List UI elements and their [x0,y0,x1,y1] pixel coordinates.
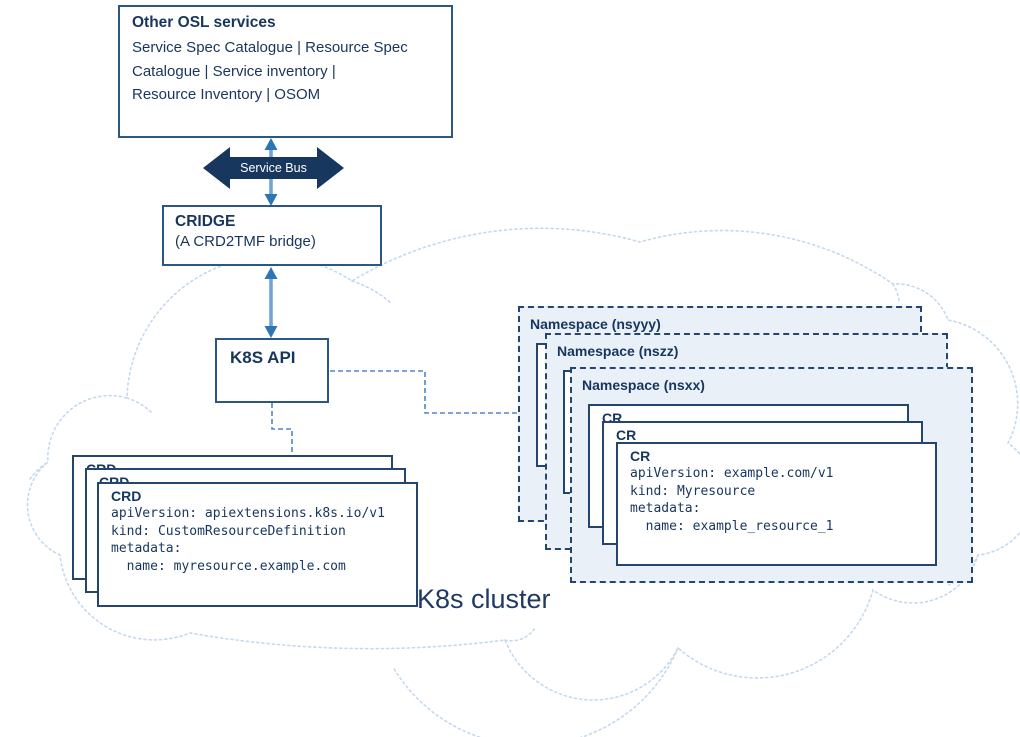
crd-card-code: apiVersion: apiextensions.k8s.io/v1 kind… [111,506,385,574]
service-bus-label: Service Bus [240,161,307,175]
arrow-up-head [264,138,278,150]
k8s-api-box: K8S API [215,338,329,403]
arrow-cridge-k8sapi [264,267,278,338]
cloud-curl [126,397,154,415]
namespace-box-nsxx: Namespace (nsxx) CR apiVersion: example.… [570,367,973,583]
osl-services-body-line: Service Spec Catalogue | Resource Spec [132,39,408,56]
crd-card: CRD apiVersion: apiextensions.k8s.io/v1 … [97,482,418,607]
k8s-api-title: K8S API [230,348,296,367]
cridge-subtitle: (A CRD2TMF bridge) [175,233,316,250]
cloud-curl [504,627,536,642]
cr-card: CR apiVersion: example.com/v1 kind: Myre… [616,442,937,566]
cloud-curl [351,280,392,304]
cluster-label: K8s cluster [417,584,551,614]
namespace-label: Namespace (nszz) [557,343,679,359]
osl-services-title: Other OSL services [132,14,276,31]
cloud-curl [892,283,900,302]
namespace-label: Namespace (nsyyy) [530,316,661,332]
arrow-up-head [264,267,278,279]
osl-services-box: Other OSL services Service Spec Catalogu… [118,5,453,138]
arrow-down-head [264,326,278,338]
cloud-curl [392,647,679,737]
osl-services-body-line: Resource Inventory | OSOM [132,86,321,103]
connector-k8sapi-to-namespaces [330,370,517,414]
cloud-curl [29,461,49,480]
osl-services-body-line: Catalogue | Service inventory | [132,62,336,80]
cr-card-title: CR [630,448,651,464]
cridge-box: CRIDGE (A CRD2TMF bridge) [162,205,382,266]
connector-k8sapi-to-crds [271,403,293,454]
cridge-title: CRIDGE [175,213,236,230]
namespace-label: Namespace (nsxx) [582,377,705,393]
cr-card-title: CR [616,427,637,443]
cr-card-code: apiVersion: example.com/v1 kind: Myresou… [630,466,834,534]
crd-card-title: CRD [111,488,142,504]
